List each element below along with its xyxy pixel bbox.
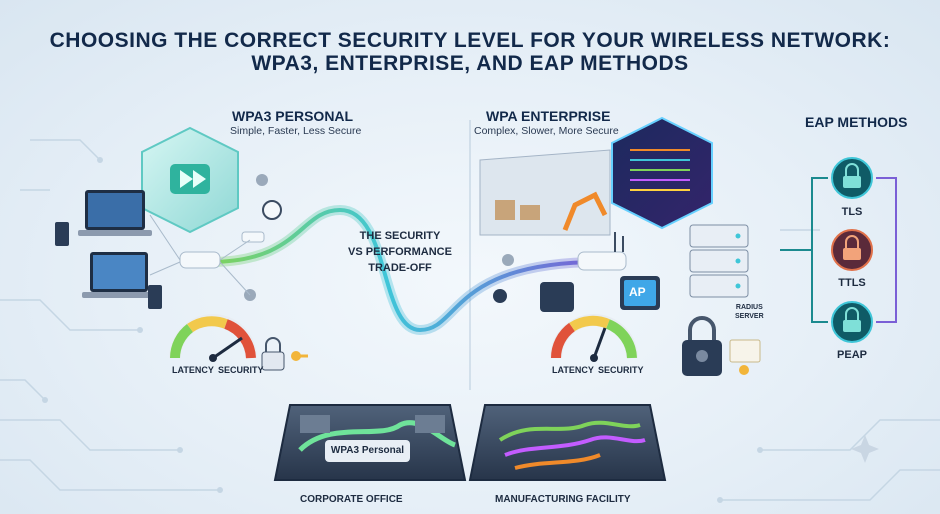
title-line-2: WPA3, ENTERPRISE, AND EAP METHODS bbox=[251, 52, 689, 75]
factory-floorplan bbox=[468, 404, 667, 481]
office-panel-label: WPA3 Personal bbox=[330, 445, 405, 456]
radius-server-icon bbox=[689, 224, 749, 298]
ap-label: AP bbox=[629, 285, 646, 299]
right-latency-label: LATENCY bbox=[552, 365, 594, 375]
right-security-label: SECURITY bbox=[598, 365, 644, 375]
tradeoff-path bbox=[209, 207, 601, 333]
eap-peap-icon bbox=[831, 301, 873, 343]
sparkle-icon bbox=[851, 435, 879, 463]
enterprise-hex-icon bbox=[611, 116, 713, 230]
eap-ttls-icon bbox=[831, 229, 873, 271]
radius-label: RADIUS SERVER bbox=[735, 303, 764, 321]
lock-key-icon bbox=[261, 337, 308, 371]
eap-method-ttls: TTLS bbox=[838, 277, 866, 289]
personal-devices bbox=[55, 174, 282, 309]
eap-tls-icon bbox=[831, 157, 873, 199]
tradeoff-line-1: THE SECURITY bbox=[359, 230, 441, 242]
office-caption: CORPORATE OFFICE bbox=[300, 494, 403, 505]
tradeoff-line-3: TRADE-OFF bbox=[368, 262, 432, 274]
eap-heading: EAP METHODS bbox=[805, 114, 908, 130]
radius-line-2: SERVER bbox=[735, 313, 764, 320]
left-security-label: SECURITY bbox=[218, 365, 264, 375]
tradeoff-label: THE SECURITY VS PERFORMANCE TRADE-OFF bbox=[330, 228, 470, 276]
personal-subtitle: Simple, Faster, Less Secure bbox=[230, 125, 362, 137]
enterprise-heading: WPA ENTERPRISE bbox=[486, 108, 611, 124]
title-line-1: CHOOSING THE CORRECT SECURITY LEVEL FOR … bbox=[49, 29, 891, 52]
factory-scene bbox=[479, 149, 660, 312]
factory-caption: MANUFACTURING FACILITY bbox=[495, 494, 631, 505]
personal-heading: WPA3 PERSONAL bbox=[232, 108, 354, 124]
enterprise-gauge bbox=[550, 314, 638, 362]
enterprise-lock-icon bbox=[682, 316, 761, 376]
radius-line-1: RADIUS bbox=[735, 304, 763, 311]
eap-bracket bbox=[780, 177, 897, 323]
enterprise-subtitle: Complex, Slower, More Secure bbox=[474, 125, 619, 137]
office-floorplan bbox=[273, 404, 467, 481]
eap-method-tls: TLS bbox=[841, 206, 863, 218]
tradeoff-line-2: VS PERFORMANCE bbox=[348, 246, 452, 258]
personal-gauge bbox=[169, 314, 257, 362]
wpa3-hex-icon bbox=[141, 126, 239, 234]
left-latency-label: LATENCY bbox=[172, 365, 214, 375]
circuit-nodes bbox=[42, 157, 763, 503]
eap-method-peap: PEAP bbox=[837, 349, 867, 361]
